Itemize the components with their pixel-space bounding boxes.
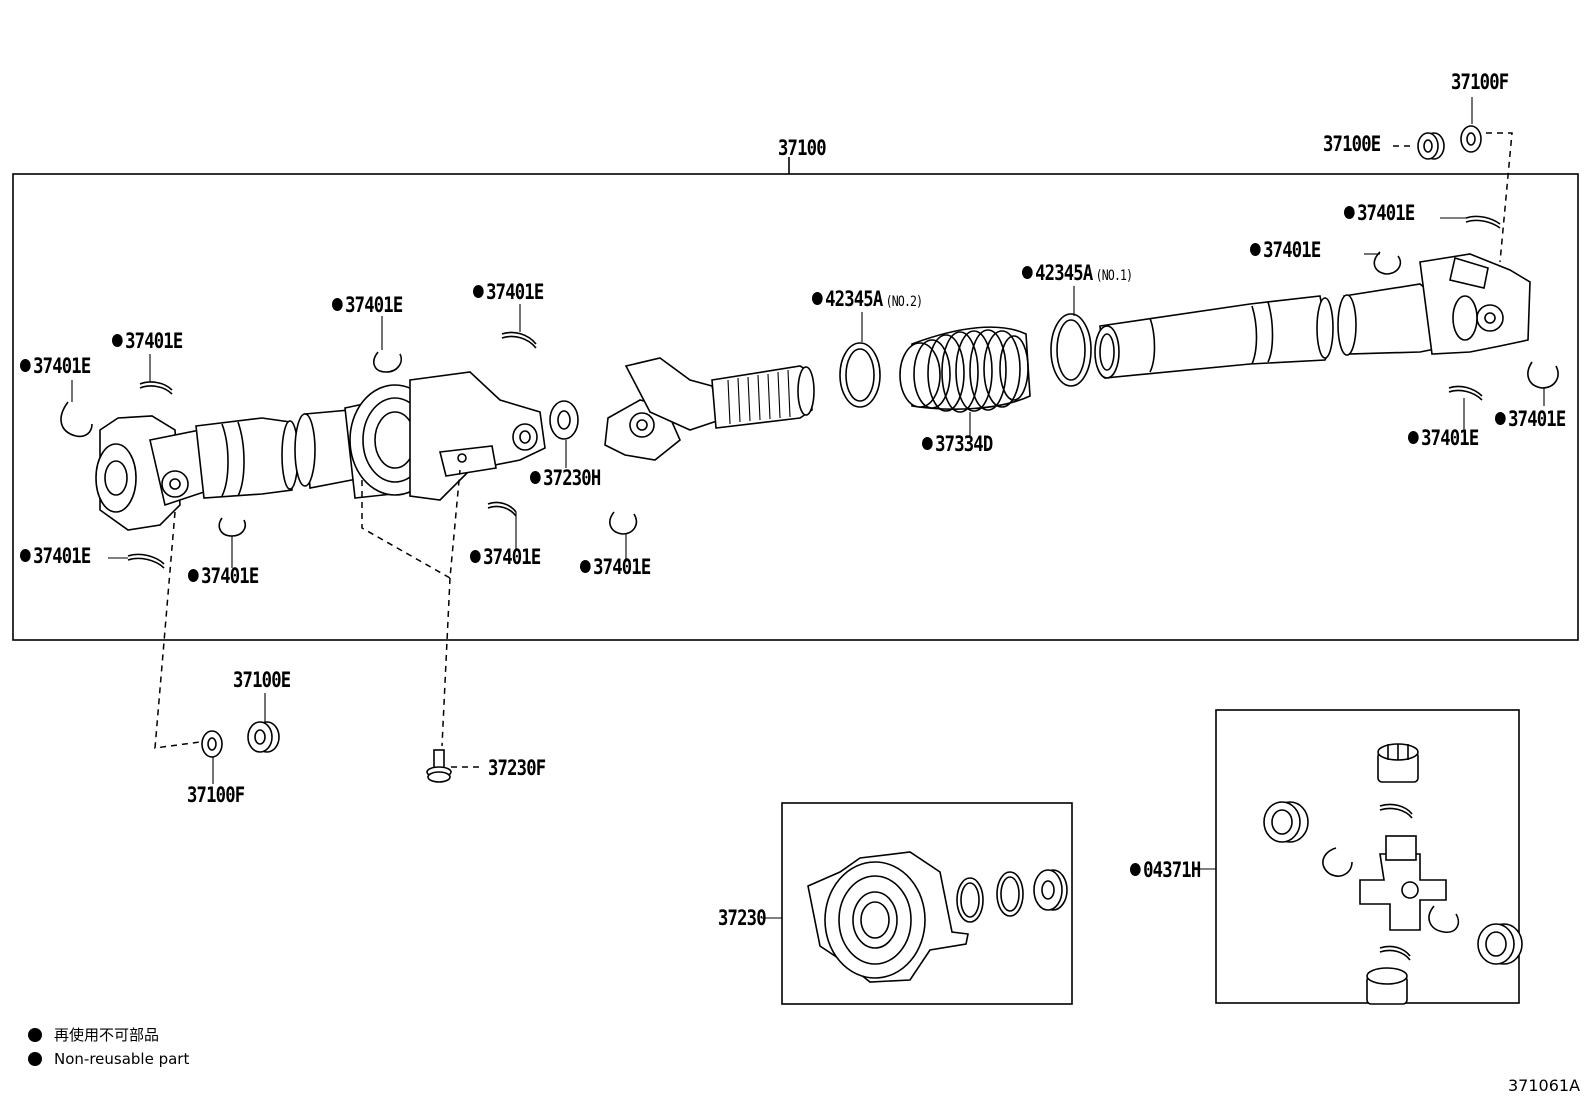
snap-rings	[60, 215, 1559, 569]
label-37401e-2: 37401E	[112, 331, 183, 352]
front-flange-yoke	[95, 415, 299, 531]
label-37401e-12: 37401E	[1495, 409, 1566, 430]
label-37230: 37230	[718, 906, 767, 930]
propeller-shaft-frame	[12, 173, 1579, 641]
label-37401e-10: 37401E	[1250, 240, 1321, 261]
non-reusable-dot	[812, 291, 823, 305]
non-reusable-dot	[1130, 862, 1141, 876]
non-reusable-dot	[580, 559, 591, 573]
center-bearing-kit-frame	[781, 802, 1073, 1005]
non-reusable-dot	[1408, 430, 1419, 444]
label-04371h: 04371H	[1130, 860, 1201, 881]
rear-flange-yoke	[1419, 253, 1531, 355]
non-reusable-dot	[1344, 205, 1355, 219]
boot-clamp-no2	[839, 342, 881, 408]
nut-37100e-bottom	[247, 721, 280, 753]
non-reusable-dot	[188, 568, 199, 582]
center-bearing-kit-drawing	[807, 851, 1068, 983]
bolt-37230f	[426, 749, 452, 783]
label-37401e-8: 37401E	[580, 557, 651, 578]
non-reusable-dot	[112, 333, 123, 347]
legend-dot	[28, 1027, 42, 1042]
non-reusable-dot	[470, 549, 481, 563]
boot-clamp-no1	[1050, 313, 1092, 387]
slip-yoke-and-spline	[604, 357, 815, 461]
cushion-37230h	[549, 400, 579, 440]
rear-tube	[1094, 283, 1451, 379]
boot-37334d	[899, 326, 1031, 413]
washer-37100f-top	[1460, 125, 1482, 153]
washer-37100f-bottom	[201, 730, 223, 758]
label-37230f: 37230F	[488, 756, 546, 780]
non-reusable-dot	[922, 436, 933, 450]
label-37401e-4: 37401E	[473, 282, 544, 303]
legend-en: Non-reusable part	[28, 1050, 189, 1068]
spider-kit-frame	[1215, 709, 1520, 1004]
label-37100f-bottom: 37100F	[187, 783, 245, 807]
label-37401e-3: 37401E	[332, 295, 403, 316]
non-reusable-dot	[530, 470, 541, 484]
label-37100f-top: 37100F	[1451, 70, 1509, 94]
non-reusable-dot	[1022, 265, 1033, 279]
label-37100e-bottom: 37100E	[233, 668, 291, 692]
non-reusable-dot	[473, 284, 484, 298]
label-37401e-5: 37401E	[20, 546, 91, 567]
spider-kit-drawing	[1263, 743, 1523, 1005]
label-37100e-top: 37100E	[1323, 132, 1381, 156]
leader-lines	[71, 217, 1545, 919]
non-reusable-dot	[1495, 411, 1506, 425]
label-42345a-no1: 42345A(NO.1)	[1022, 263, 1133, 284]
label-37334d: 37334D	[922, 434, 993, 455]
legend-dot	[28, 1051, 42, 1066]
non-reusable-dot	[1250, 242, 1261, 256]
label-37401e-6: 37401E	[188, 566, 259, 587]
label-42345a-no2: 42345A(NO.2)	[812, 289, 923, 310]
label-37230h: 37230H	[530, 468, 601, 489]
label-37100: 37100	[778, 136, 827, 160]
non-reusable-dot	[20, 358, 31, 372]
legend-jp: 再使用不可部品	[28, 1024, 159, 1045]
label-37401e-9: 37401E	[1344, 203, 1415, 224]
label-37401e-7: 37401E	[470, 547, 541, 568]
non-reusable-dot	[332, 297, 343, 311]
label-37401e-11: 37401E	[1408, 428, 1479, 449]
diagram-id: 371061A	[1508, 1076, 1581, 1095]
center-support-bearing	[294, 371, 546, 501]
label-37401e-1: 37401E	[20, 356, 91, 377]
nut-37100e-top	[1417, 132, 1445, 160]
non-reusable-dot	[20, 548, 31, 562]
